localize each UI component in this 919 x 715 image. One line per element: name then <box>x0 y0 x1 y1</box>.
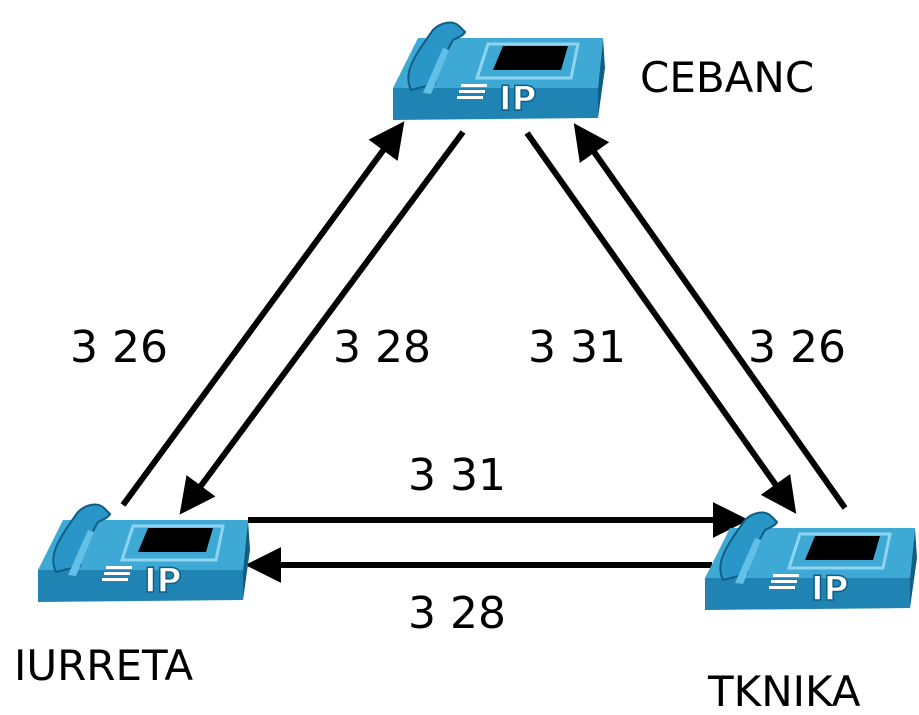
ip-badge: IP <box>144 561 182 601</box>
ip-phone-icon: IP <box>703 511 919 612</box>
link-label-cebanc-to-tknika: 3 31 <box>528 322 626 373</box>
ip-phone-icon: IP <box>36 503 252 604</box>
link-label-iurreta-to-cebanc: 3 26 <box>70 322 168 373</box>
link-label-tknika-to-iurreta: 3 28 <box>408 588 506 639</box>
arrow-tknika-to-cebanc <box>573 123 848 510</box>
node-label-iurreta: IURRETA <box>14 641 193 690</box>
arrow-iurreta-to-cebanc <box>120 121 405 507</box>
ip-badge: IP <box>811 569 849 609</box>
link-label-tknika-to-cebanc: 3 26 <box>748 322 846 373</box>
node-label-cebanc: CEBANC <box>640 53 814 102</box>
arrow-cebanc-to-iurreta <box>179 130 466 515</box>
link-label-iurreta-to-tknika: 3 31 <box>408 450 506 501</box>
node-label-tknika: TKNIKA <box>707 667 861 715</box>
arrow-cebanc-to-tknika <box>524 131 797 514</box>
link-label-cebanc-to-iurreta: 3 28 <box>333 322 431 373</box>
ip-badge: IP <box>499 79 537 119</box>
ip-phone-icon: IP <box>391 21 607 122</box>
